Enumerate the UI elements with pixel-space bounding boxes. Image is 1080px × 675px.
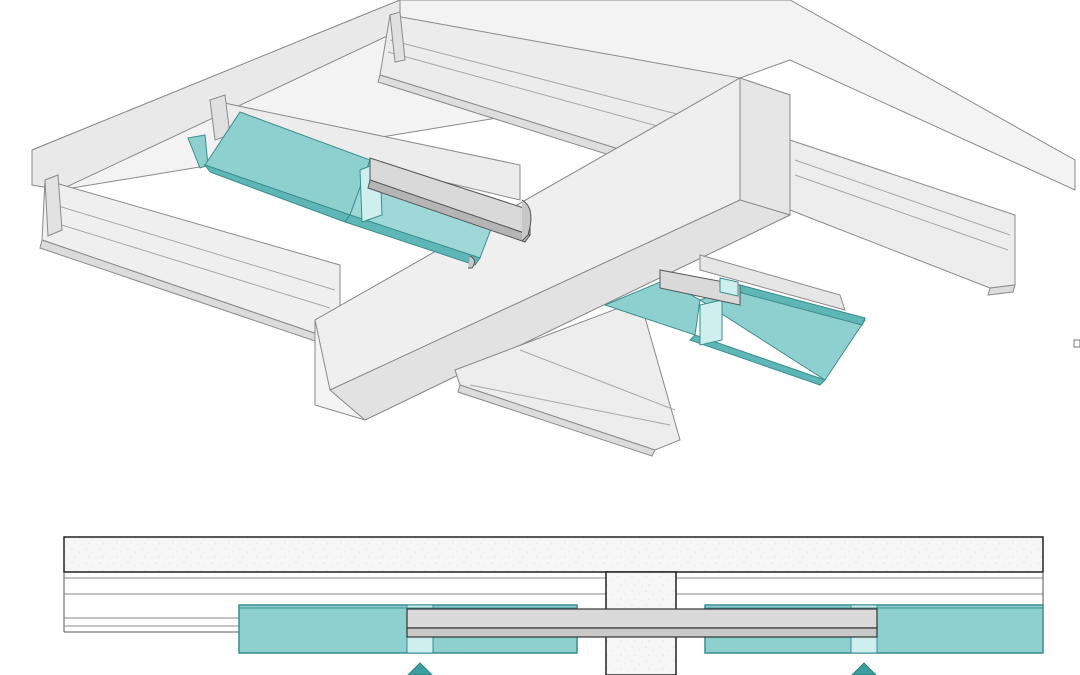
rib-front-left (39, 174, 341, 343)
section-steel-beam (406, 608, 878, 638)
isometric-view (31, 0, 1080, 457)
section-slab (63, 536, 1044, 573)
section-rib-left (63, 572, 606, 633)
corner-mark (1073, 339, 1080, 348)
rib-right (789, 139, 1016, 296)
formwork-pan-right (603, 279, 866, 386)
rib-front-right (454, 254, 846, 457)
support-arrow-icon (851, 662, 877, 675)
rib-left (209, 94, 521, 201)
section-view (63, 536, 1044, 675)
support-arrow-icon (407, 662, 433, 675)
steel-beam-right (659, 269, 741, 306)
steel-beam-left (367, 157, 532, 269)
